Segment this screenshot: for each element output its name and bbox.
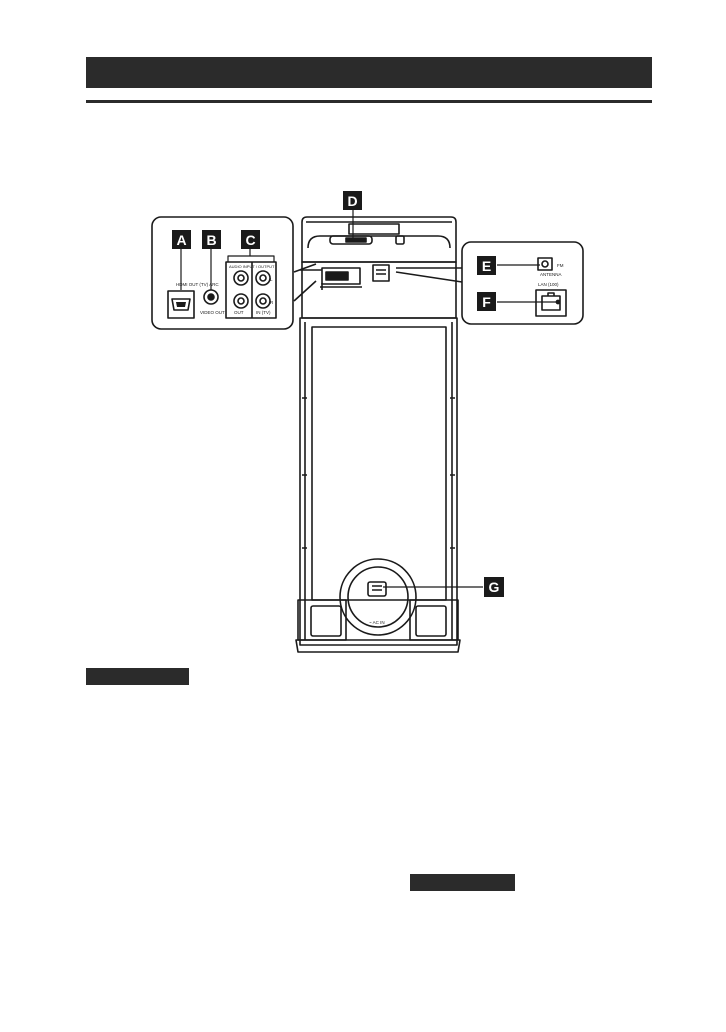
- callout-f-badge: F: [477, 292, 496, 311]
- ac-in-label: ~ AC IN: [369, 620, 385, 625]
- speaker-unit: ~ AC IN: [295, 216, 461, 653]
- callout-a-letter: A: [176, 232, 186, 248]
- callout-g-letter: G: [489, 579, 500, 595]
- callout-a-badge: A: [172, 230, 191, 249]
- audio-io-label: AUDIO INPUT / OUTPUT: [229, 264, 275, 269]
- callout-d-badge: D: [343, 191, 362, 210]
- callout-leaders: [180, 208, 561, 588]
- audio-out-label: OUT: [234, 310, 244, 315]
- lan-label: LAN (100): [538, 282, 559, 287]
- antenna-label: ANTENNA: [540, 272, 562, 277]
- callout-e-letter: E: [482, 258, 491, 274]
- hdmi-label: HDMI OUT (TV) ARC: [176, 282, 219, 287]
- callout-d-letter: D: [347, 193, 357, 209]
- audio-in-label: IN (TV): [256, 310, 271, 315]
- channel-l-label: L: [270, 277, 273, 282]
- callout-f-letter: F: [482, 294, 491, 310]
- top-port-area: [300, 235, 405, 290]
- channel-r-label: R: [270, 300, 274, 305]
- fm-label: FM: [557, 263, 564, 268]
- inset-panel-right: [395, 241, 584, 325]
- video-out-label: VIDEO OUT: [200, 310, 225, 315]
- callout-e-badge: E: [477, 256, 496, 275]
- title-underline: [86, 100, 652, 103]
- section-title-bar: [86, 57, 652, 88]
- redacted-heading-bar: [86, 668, 189, 685]
- redacted-reference-bar: [410, 874, 515, 891]
- callout-g-badge: G: [484, 577, 504, 597]
- callout-b-letter: B: [206, 232, 216, 248]
- callout-c-badge: C: [241, 230, 260, 249]
- callout-c-letter: C: [245, 232, 255, 248]
- callout-b-badge: B: [202, 230, 221, 249]
